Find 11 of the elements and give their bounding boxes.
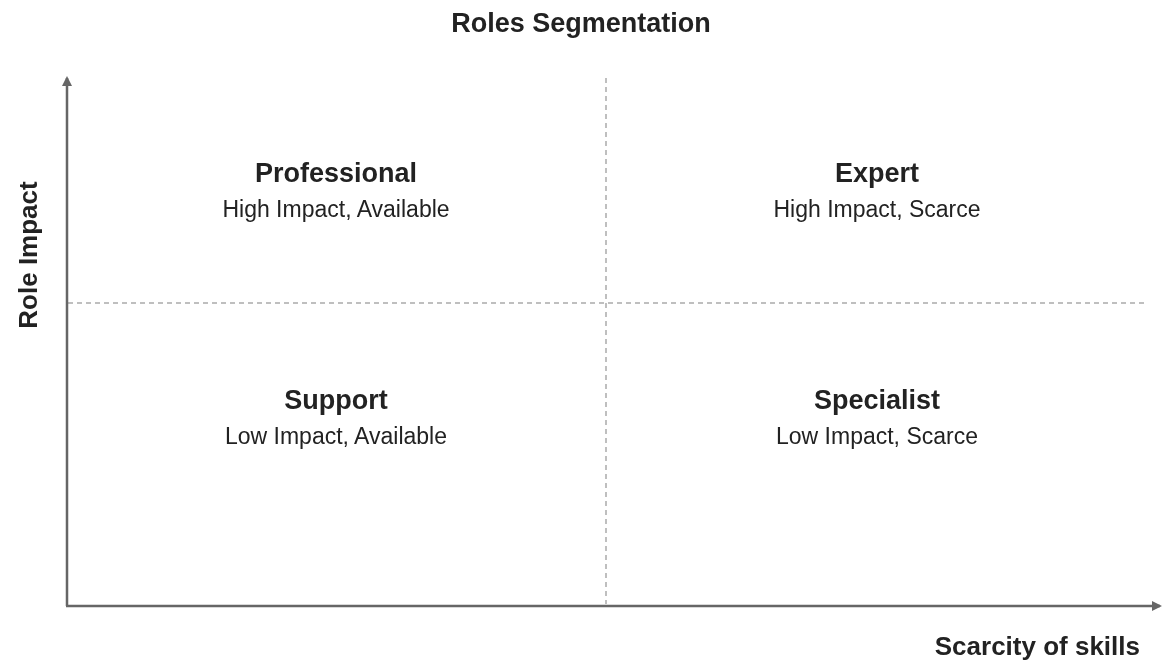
quadrant-description: Low Impact, Scarce	[776, 423, 978, 450]
chart-title: Roles Segmentation	[451, 8, 711, 40]
quadrant-description: High Impact, Available	[222, 196, 450, 223]
axis-title: Scarcity of skills	[934, 632, 1140, 662]
quadrant-title: Specialist	[813, 385, 941, 417]
quadrant-description: Low Impact, Available	[225, 423, 447, 450]
quadrant-title: Expert	[835, 158, 919, 190]
quadrant-title: Support	[284, 385, 388, 417]
quadrant-title: Professional	[254, 158, 418, 190]
axis-title: Role Impact	[14, 181, 44, 329]
quadrant-description: High Impact, Scarce	[773, 196, 981, 223]
